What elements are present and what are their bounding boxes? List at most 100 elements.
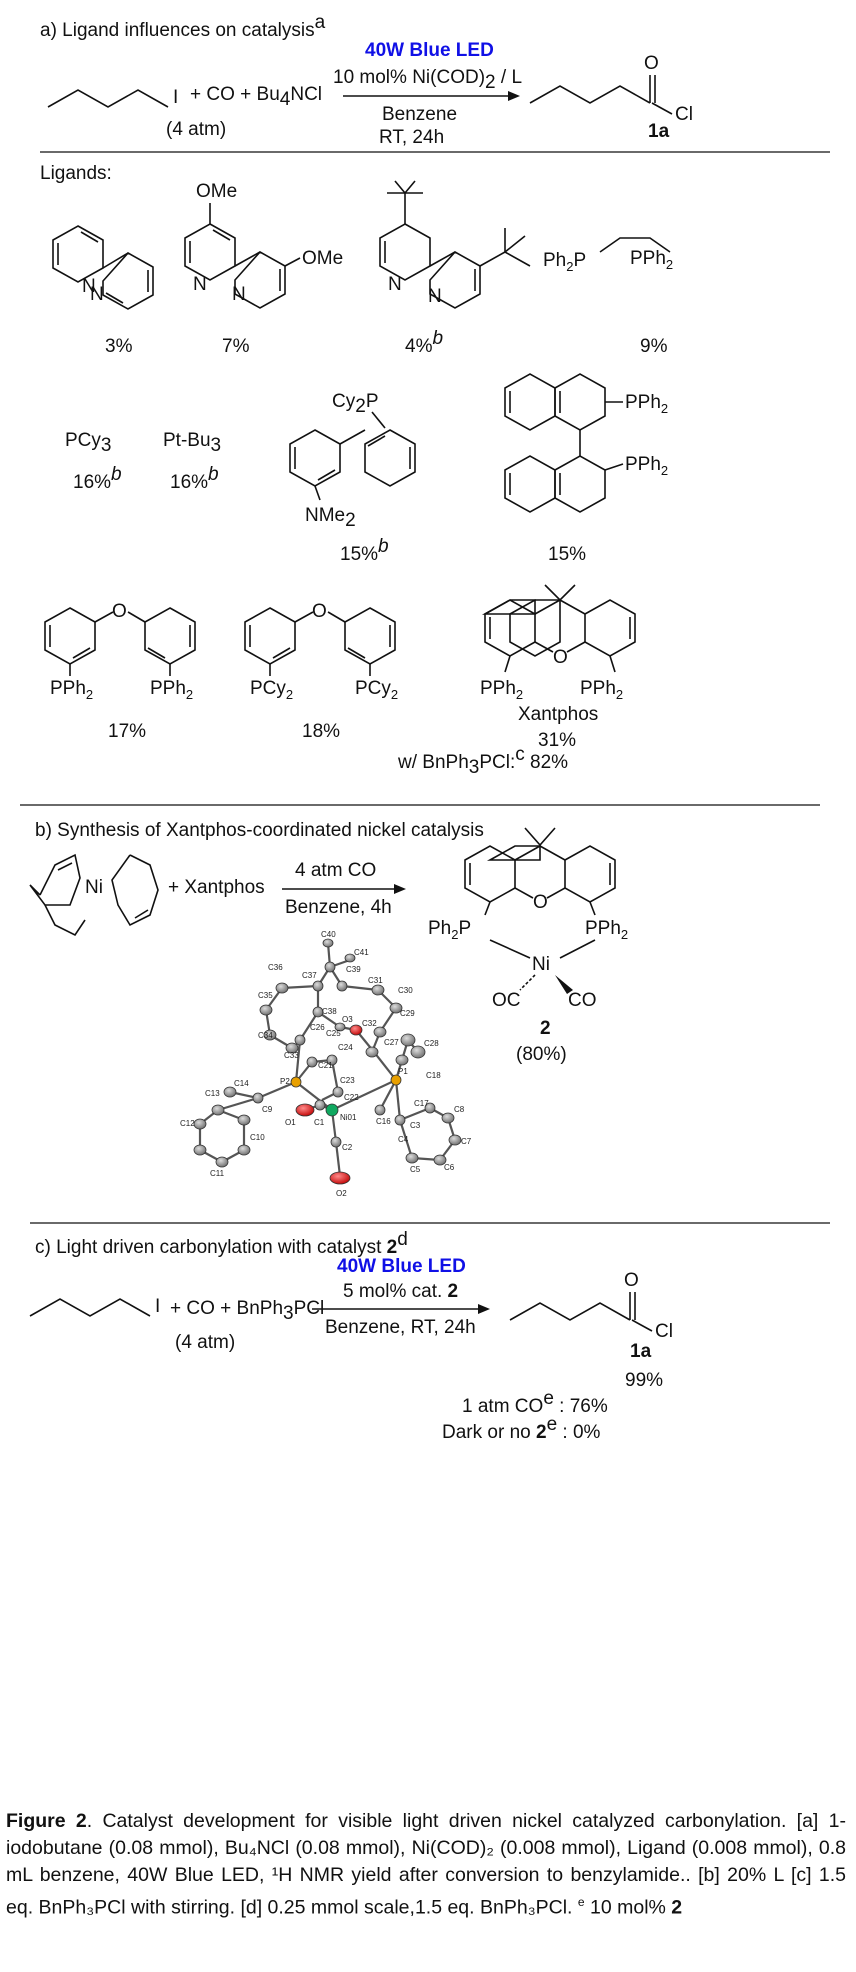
caption-footnote-mark: e <box>577 1895 585 1909</box>
svg-text:N: N <box>82 276 96 297</box>
svg-text:C1: C1 <box>314 1118 325 1127</box>
svg-text:OC: OC <box>492 990 521 1011</box>
svg-text:O2: O2 <box>336 1189 347 1198</box>
svg-text:C9: C9 <box>262 1105 273 1114</box>
svg-text:C31: C31 <box>368 976 383 985</box>
light-a: 40W Blue LED <box>365 40 494 61</box>
svg-text:O: O <box>624 1270 639 1291</box>
svg-text:C38: C38 <box>322 1007 337 1016</box>
svg-text:C16: C16 <box>376 1117 391 1126</box>
svg-text:Cl: Cl <box>655 1321 673 1342</box>
ligand-ptbu3: Pt-Bu3 <box>163 430 221 456</box>
svg-text:C6: C6 <box>444 1163 455 1172</box>
ligand-name-xantphos: Xantphos <box>518 704 598 725</box>
result-2: 1 atm COe : 76% <box>462 1388 608 1417</box>
ligand-dimethoxy-bipyridine: OMe N N OMe <box>184 181 343 309</box>
product-label-c: 1a <box>630 1341 652 1362</box>
condition-b-bottom: Benzene, 4h <box>285 897 392 918</box>
svg-text:I: I <box>173 87 178 108</box>
svg-text:N: N <box>388 274 402 295</box>
ligand-yield-4: 9% <box>640 336 668 357</box>
ligand-yield-11-additive: w/ BnPh3PCl:c 82% <box>397 744 568 778</box>
acyl-chloride-structure-a: O Cl <box>529 53 693 125</box>
ligand-yield-10: 18% <box>302 721 340 742</box>
svg-text:C2: C2 <box>342 1143 353 1152</box>
ligand-dpephos: O PPh2 PPh2 <box>44 601 196 702</box>
svg-text:N: N <box>193 274 207 295</box>
svg-text:C28: C28 <box>424 1039 439 1048</box>
reagents-a: + CO + Bu4NCl <box>190 84 322 110</box>
conditions-a: RT, 24h <box>379 127 444 148</box>
svg-text:I: I <box>155 1296 160 1317</box>
svg-text:C4: C4 <box>398 1135 409 1144</box>
pressure-c: (4 atm) <box>175 1332 235 1353</box>
svg-text:C18: C18 <box>426 1071 441 1080</box>
svg-text:O3: O3 <box>342 1015 353 1024</box>
svg-text:C24: C24 <box>338 1043 353 1052</box>
svg-text:C22: C22 <box>344 1093 359 1102</box>
svg-text:C36: C36 <box>268 963 283 972</box>
product-label-b: 2 <box>540 1018 551 1039</box>
section-b-title: b) Synthesis of Xantphos-coordinated nic… <box>35 820 484 841</box>
svg-text:C12: C12 <box>180 1119 195 1128</box>
ligand-yield-1: 3% <box>105 336 133 357</box>
ligand-yield-8: 15% <box>548 544 586 565</box>
svg-text:C7: C7 <box>461 1137 472 1146</box>
crystal-atom-labels: C40 C41 C36 C37 C39 C31 C30 C35 C38 O3 C… <box>180 930 472 1198</box>
svg-text:PPh2: PPh2 <box>630 248 673 272</box>
svg-text:C14: C14 <box>234 1079 249 1088</box>
ligand-yield-2: 7% <box>222 336 250 357</box>
svg-text:Ph2P: Ph2P <box>428 918 471 942</box>
iodobutane-structure-c: I <box>29 1296 160 1317</box>
ligand-yield-3: 4%b <box>405 328 443 357</box>
svg-text:Ni01: Ni01 <box>340 1113 357 1122</box>
arrow-b <box>282 884 406 894</box>
ligand-dppe: Ph2P PPh2 <box>543 237 673 274</box>
svg-text:C40: C40 <box>321 930 336 939</box>
conditions-c: Benzene, RT, 24h <box>325 1317 476 1338</box>
svg-text:PPh2: PPh2 <box>580 678 623 702</box>
svg-text:PPh2: PPh2 <box>625 392 668 416</box>
caption-label: Figure 2 <box>6 1810 87 1832</box>
svg-text:C27: C27 <box>384 1038 399 1047</box>
svg-text:C26: C26 <box>310 1023 325 1032</box>
arrow-a <box>343 91 520 101</box>
svg-text:C25: C25 <box>326 1029 341 1038</box>
svg-text:N: N <box>232 284 246 305</box>
svg-text:C34: C34 <box>258 1031 273 1040</box>
ligand-yield-9: 17% <box>108 721 146 742</box>
condition-b-top: 4 atm CO <box>295 860 376 881</box>
ligand-cy-dpephos: O PCy2 PCy2 <box>244 601 398 702</box>
svg-text:PCy2: PCy2 <box>250 678 293 702</box>
svg-text:C13: C13 <box>205 1089 220 1098</box>
solvent-a: Benzene <box>382 104 457 125</box>
svg-text:C41: C41 <box>354 948 369 957</box>
crystal-structure: C40 C41 C36 C37 C39 C31 C30 C35 C38 O3 C… <box>180 930 472 1198</box>
svg-text:C33: C33 <box>284 1051 299 1060</box>
product-yield-b: (80%) <box>516 1044 567 1065</box>
svg-text:C30: C30 <box>398 986 413 995</box>
ligands-heading: Ligands: <box>40 163 112 184</box>
catalyst-c: 5 mol% cat. 2 <box>343 1281 458 1302</box>
svg-text:NMe2: NMe2 <box>305 505 356 531</box>
ligand-yield-7: 15%b <box>340 536 389 565</box>
svg-text:O: O <box>112 601 127 622</box>
caption-tail: 10 mol% <box>584 1896 672 1919</box>
svg-text:Ni: Ni <box>85 877 103 898</box>
ligand-binap: PPh2 PPh2 <box>504 373 668 513</box>
svg-text:C10: C10 <box>250 1133 265 1142</box>
iodobutane-structure: I <box>47 87 178 108</box>
svg-text:N: N <box>90 284 104 305</box>
caption-text: . Catalyst development for visible light… <box>6 1810 846 1919</box>
ligand-yield-6: 16%b <box>170 464 219 493</box>
svg-text:Cl: Cl <box>675 104 693 125</box>
svg-text:P2: P2 <box>280 1077 290 1086</box>
svg-text:CO: CO <box>568 990 597 1011</box>
pressure-a: (4 atm) <box>166 119 226 140</box>
svg-text:Ph2P: Ph2P <box>543 250 586 274</box>
arrow-c <box>312 1304 490 1314</box>
svg-text:C8: C8 <box>454 1105 465 1114</box>
section-c-title: c) Light driven carbonylation with catal… <box>35 1229 408 1258</box>
result-3: Dark or no 2e : 0% <box>442 1414 601 1443</box>
